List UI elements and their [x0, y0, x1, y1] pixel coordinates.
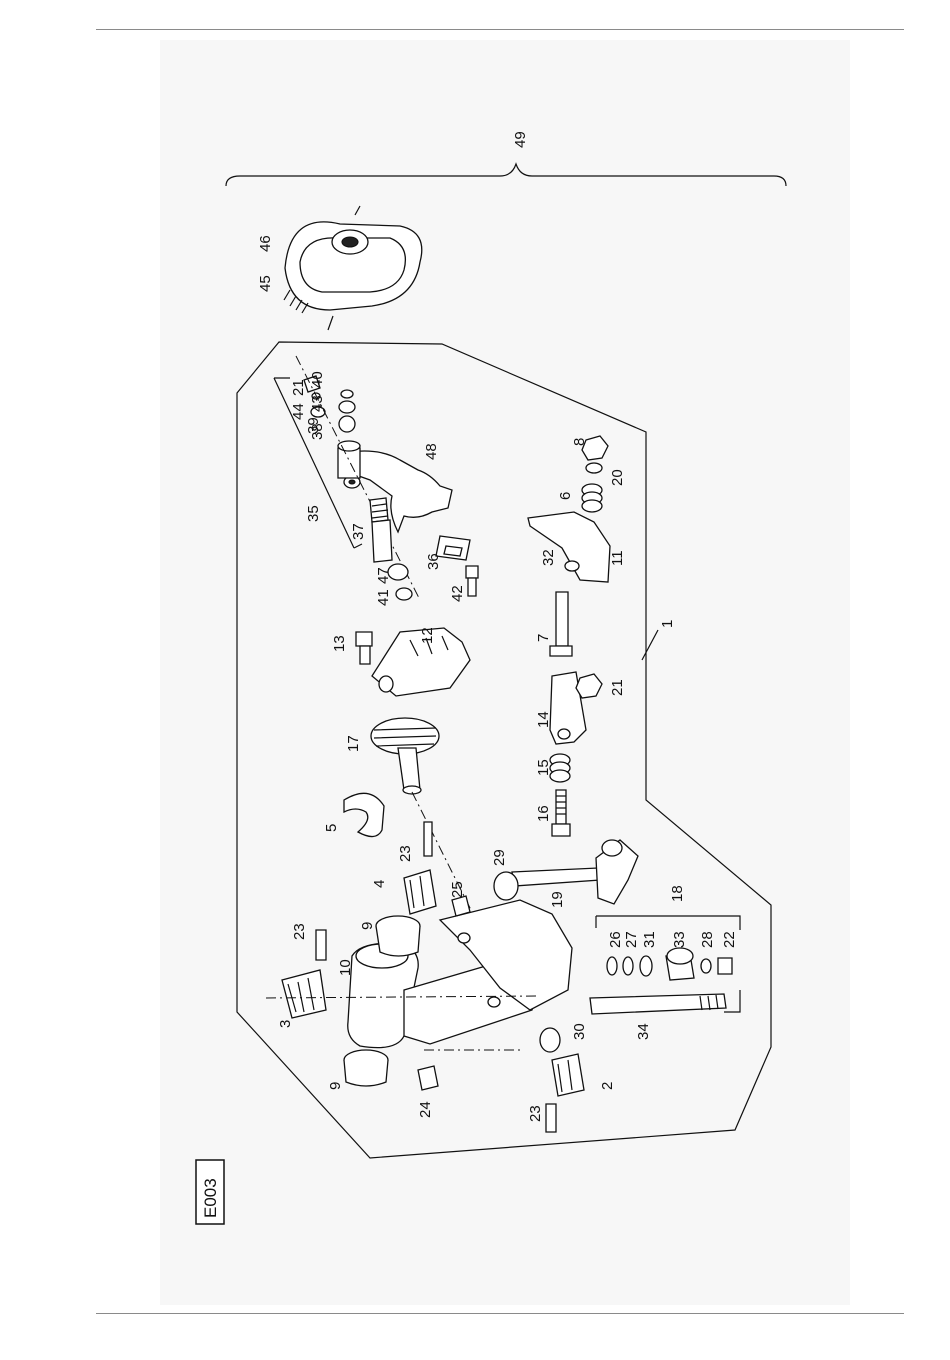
callout-8: 8 — [571, 438, 588, 446]
callout-19: 19 — [549, 891, 566, 908]
parts-stack-18 — [607, 948, 732, 980]
callout-26: 26 — [607, 931, 624, 948]
callout-21b: 21 — [609, 679, 626, 696]
shaft-19 — [494, 840, 638, 904]
screw-13 — [356, 632, 372, 664]
callout-24: 24 — [417, 1101, 434, 1118]
callout-22: 22 — [721, 931, 738, 948]
callout-16: 16 — [535, 805, 552, 822]
pin-37 — [370, 498, 392, 562]
spring-6 — [582, 484, 602, 512]
washer-20 — [586, 463, 602, 473]
callout-42: 42 — [449, 585, 466, 602]
gear-2 — [552, 1054, 584, 1096]
bracket-11 — [528, 512, 610, 582]
nut-21 — [576, 674, 602, 698]
callout-29: 29 — [491, 849, 508, 866]
callout-20: 20 — [609, 469, 626, 486]
callout-23a: 23 — [397, 845, 414, 862]
callout-12: 12 — [419, 627, 436, 644]
group-18-bracket — [596, 916, 740, 930]
callout-43: 43 — [309, 395, 326, 412]
callout-10: 10 — [337, 959, 354, 976]
figure-code: E003 — [201, 1178, 220, 1218]
callout-23b: 23 — [291, 923, 308, 940]
gear-3 — [282, 970, 326, 1018]
assembly-brace — [226, 164, 786, 186]
spring-15 — [550, 754, 570, 782]
callout-35: 35 — [305, 505, 322, 522]
callout-32: 32 — [540, 549, 557, 566]
callout-17: 17 — [345, 735, 362, 752]
footer-rule — [96, 1313, 904, 1314]
gear-17 — [371, 718, 439, 794]
callout-5: 5 — [323, 824, 340, 832]
frame-leader — [642, 630, 658, 660]
callout-41: 41 — [375, 589, 392, 606]
frame-number: 1 — [659, 620, 676, 628]
callout-47: 47 — [375, 567, 392, 584]
callout-18: 18 — [669, 885, 686, 902]
callout-48: 48 — [423, 443, 440, 460]
callout-38: 38 — [309, 423, 326, 440]
bushing-30 — [540, 1028, 560, 1052]
gear-4 — [404, 870, 436, 914]
callout-45: 45 — [257, 275, 274, 292]
screw-42 — [466, 566, 478, 596]
callout-4: 4 — [371, 880, 388, 888]
callout-11: 11 — [609, 550, 626, 566]
callout-46: 46 — [257, 235, 274, 252]
shaft-34 — [590, 994, 726, 1014]
assembly-number: 49 — [512, 131, 529, 148]
clip-5 — [344, 793, 384, 836]
callout-23c: 23 — [527, 1105, 544, 1122]
callout-7: 7 — [535, 634, 552, 642]
callout-37: 37 — [350, 523, 367, 540]
bushing-9-lower — [344, 1050, 388, 1086]
callout-14: 14 — [535, 711, 552, 728]
callout-36: 36 — [425, 553, 442, 570]
callout-34: 34 — [635, 1023, 652, 1040]
callout-31: 31 — [641, 931, 658, 948]
bushing-9-upper — [376, 916, 420, 956]
frame-outline — [237, 342, 771, 1158]
callout-28: 28 — [699, 931, 716, 948]
callout-15: 15 — [535, 759, 552, 776]
callout-9a: 9 — [359, 922, 376, 930]
callout-30: 30 — [571, 1023, 588, 1040]
callout-33: 33 — [671, 931, 688, 948]
washer-32 — [565, 561, 579, 571]
screw-16 — [552, 790, 570, 836]
callout-25: 25 — [449, 881, 466, 898]
shaft-7 — [550, 592, 572, 656]
callout-2: 2 — [599, 1082, 616, 1090]
callout-13: 13 — [331, 635, 348, 652]
callout-40: 40 — [309, 371, 326, 388]
group-34-bracket — [724, 990, 740, 1012]
callout-9b: 9 — [327, 1082, 344, 1090]
shuttle-hook — [284, 206, 422, 330]
callout-3: 3 — [277, 1020, 294, 1028]
callout-6: 6 — [557, 492, 574, 500]
callout-27: 27 — [623, 931, 640, 948]
callout-21: 21 — [290, 379, 307, 396]
